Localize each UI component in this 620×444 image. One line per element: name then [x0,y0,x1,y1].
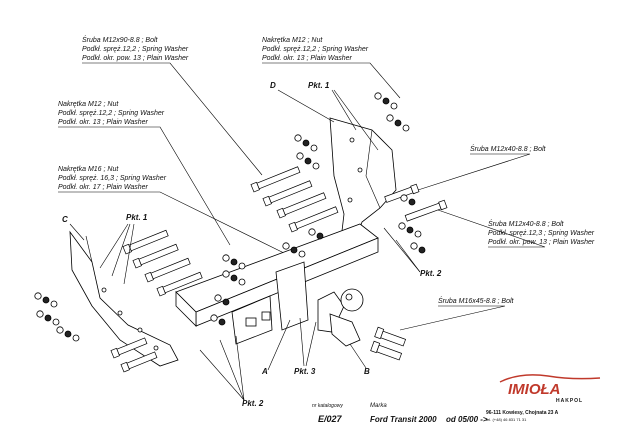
label-bolt-m12x40-a: Śruba M12x40-8.8 ; Bolt [470,144,547,153]
leader-lines [58,62,546,331]
pkt-2-right: Pkt. 2 [383,227,442,278]
label-bolt-m16x45: Śruba M16x45-8.8 ; Bolt [438,296,515,305]
svg-text:tel. (+48) 46 831 71 31: tel. (+48) 46 831 71 31 [486,417,527,422]
label-nut-m12-top: Nakrętka M12 ; Nut Podkł. spręż.12,2 ; S… [262,37,369,62]
svg-text:Podkł. okr. 13 ; Plain Washer: Podkł. okr. 13 ; Plain Washer [262,55,353,62]
model-from: od 05/00 -> [446,415,488,424]
crossbar-a [175,223,379,345]
svg-text:Podkł. okr. 17 ; Plain Washer: Podkł. okr. 17 ; Plain Washer [58,184,149,191]
part-letter-a: A [261,367,268,376]
svg-text:Pkt. 2: Pkt. 2 [420,269,442,278]
svg-text:Podkł. spręż.12,2 ; Spring Was: Podkł. spręż.12,2 ; Spring Washer [262,46,369,53]
svg-text:Śruba M12x40-8.8 ; Bolt: Śruba M12x40-8.8 ; Bolt [488,219,565,228]
svg-text:Śruba M12x90-8.8 ; Bolt: Śruba M12x90-8.8 ; Bolt [82,35,159,44]
svg-text:HAKPOL: HAKPOL [556,398,583,404]
pkt-3: Pkt. 3 [294,317,317,376]
part-letter-b: B [364,367,370,376]
svg-text:Nakrętka M16 ; Nut: Nakrętka M16 ; Nut [58,166,119,173]
part-pointers [69,89,367,371]
pkt-1-left: Pkt. 1 [99,213,148,285]
svg-text:Śruba M16x45-8.8 ; Bolt: Śruba M16x45-8.8 ; Bolt [438,296,515,305]
car-model: Ford Transit 2000 [370,415,437,424]
svg-text:Podkł. okr. pow. 13 ; Plain Wa: Podkł. okr. pow. 13 ; Plain Washer [488,239,595,246]
towball-b [317,288,364,347]
catalog-number: E/027 [318,414,343,424]
bracket-c [69,230,179,367]
bracket-d [329,117,397,253]
bolts-upper [250,166,339,233]
svg-text:Podkł. okr. pow. 13 ; Plain Wa: Podkł. okr. pow. 13 ; Plain Washer [82,55,189,62]
part-letter-c: C [62,215,68,224]
imiola-logo: IMIOŁA HAKPOL 96-111 Kowiesy, Chojnata 2… [486,374,601,422]
svg-text:Podkł. spręż.12,2 ; Spring Was: Podkł. spręż.12,2 ; Spring Washer [58,110,165,117]
svg-text:Pkt. 1: Pkt. 1 [308,81,330,90]
svg-text:Marka: Marka [370,403,387,409]
footer-info: nr katalogowy E/027 Marka Ford Transit 2… [312,403,488,424]
svg-text:Nakrętka M12 ; Nut: Nakrętka M12 ; Nut [58,101,119,108]
nuts-washers [34,92,426,342]
svg-text:Pkt. 1: Pkt. 1 [126,213,148,222]
svg-text:Podkł. okr. 13 ; Plain Washer: Podkł. okr. 13 ; Plain Washer [58,119,149,126]
pkt-1-right: Pkt. 1 [308,81,379,151]
label-nut-m16: Nakrętka M16 ; Nut Podkł. spręż. 16,3 ; … [58,166,167,191]
svg-text:IMIOŁA: IMIOŁA [508,381,561,398]
svg-text:Śruba M12x40-8.8 ; Bolt: Śruba M12x40-8.8 ; Bolt [470,144,547,153]
label-bolt-m12x90: Śruba M12x90-8.8 ; Bolt Podkł. spręż.12,… [82,35,189,62]
svg-text:Podkł. spręż. 16,3 ; Spring Wa: Podkł. spręż. 16,3 ; Spring Washer [58,175,167,182]
svg-text:nr katalogowy: nr katalogowy [312,403,343,409]
svg-text:96-111 Kowiesy, Chojnata 23 A: 96-111 Kowiesy, Chojnata 23 A [486,410,559,416]
label-bolt-m12x40-b: Śruba M12x40-8.8 ; Bolt Podkł. spręż.12,… [488,219,595,246]
pkt-2-left: Pkt. 2 [199,335,264,408]
label-nut-m12-left: Nakrętka M12 ; Nut Podkł. spręż.12,2 ; S… [58,101,165,126]
svg-text:Nakrętka M12 ; Nut: Nakrętka M12 ; Nut [262,37,323,44]
part-letter-d: D [270,81,276,90]
svg-text:Podkł. spręż.12,3 ; Spring Was: Podkł. spręż.12,3 ; Spring Washer [488,230,595,237]
bolts-right [370,183,448,361]
svg-text:Pkt. 2: Pkt. 2 [242,399,264,408]
svg-text:Podkł. spręż.12,2 ; Spring Was: Podkł. spręż.12,2 ; Spring Washer [82,46,189,53]
svg-text:Pkt. 3: Pkt. 3 [294,367,316,376]
bolts-left [110,229,203,373]
